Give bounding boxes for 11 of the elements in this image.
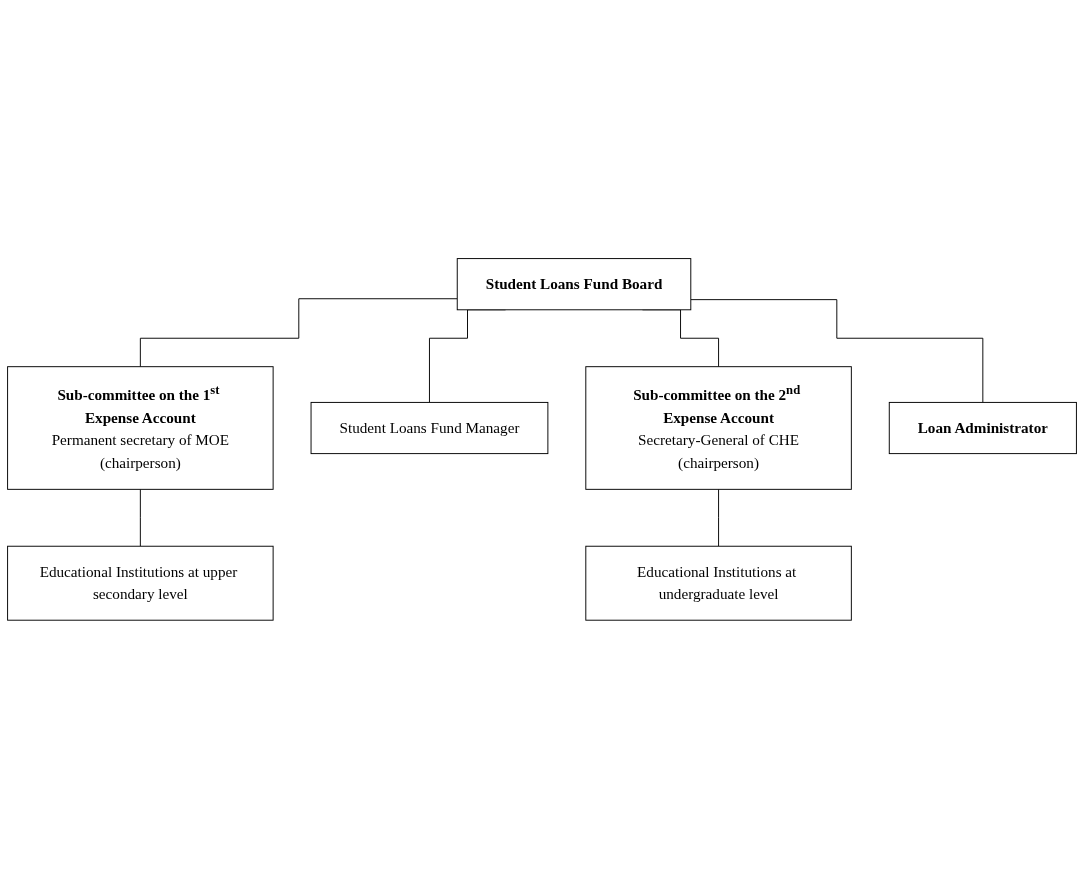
connector (718, 488, 720, 547)
node-box: Student Loans Fund Board (456, 257, 692, 310)
connector (139, 488, 141, 547)
connector (139, 297, 458, 367)
node-box: Sub-committee on the 1$^{st}$ Expense Account Permanent secretary of MOE (chairperson) (7, 365, 274, 490)
node-box: Educational Institutions at upper secondary level (7, 545, 274, 621)
connector (690, 298, 984, 403)
node-box: Sub-committee on the 2$^{nd}$ Expense Account Secretary-General of CHE (chairperson) (585, 365, 852, 490)
node-box: Educational Institutions at undergraduate level (585, 545, 852, 621)
node-box: Loan Administrator (888, 401, 1077, 454)
node-box: Student Loans Fund Manager (310, 401, 549, 454)
